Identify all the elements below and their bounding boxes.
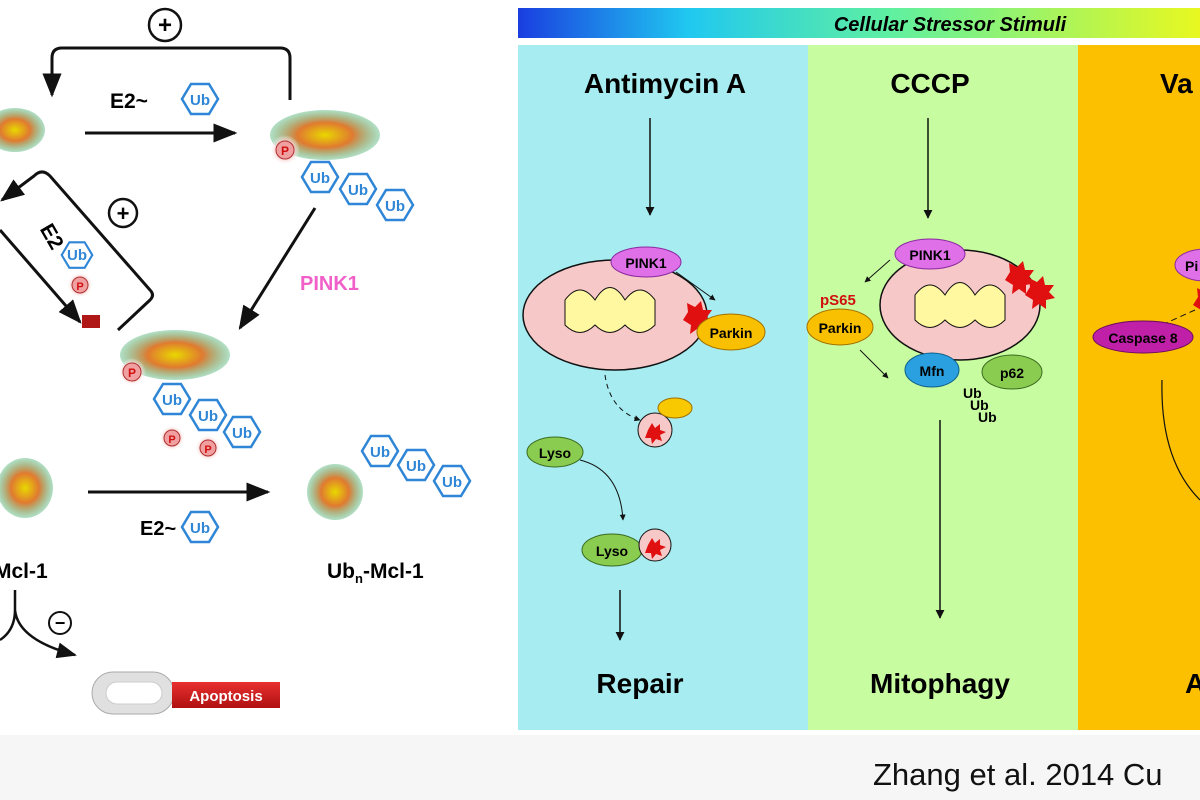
ubn-mcl1-structure: [307, 464, 363, 520]
inhibition-arrow-apoptosis: [0, 590, 75, 655]
outcome-mitophagy: Mitophagy: [870, 668, 1010, 699]
protein-structure-1: [0, 108, 45, 152]
p-label: P: [281, 144, 289, 158]
feedback-arrow-top: [42, 46, 292, 100]
ub-chain-3: Ub Ub Ub: [360, 434, 472, 498]
column-title-third: Va: [1160, 68, 1193, 99]
svg-text:Caspase 8: Caspase 8: [1108, 330, 1177, 346]
plus-label-mid: +: [117, 201, 130, 226]
pink1-node-2: [894, 238, 966, 270]
parkin-node-1: [696, 313, 766, 351]
pink1-node-1: [610, 246, 682, 278]
svg-text:P: P: [76, 281, 83, 293]
right-stress-panel: Cellular Stressor Stimuli Antimycin A CC…: [518, 8, 1200, 730]
mcl1-structure: [0, 458, 53, 518]
plus-label-top: +: [158, 12, 172, 39]
svg-text:Ub: Ub: [970, 397, 989, 413]
svg-text:Mfn: Mfn: [920, 363, 945, 379]
feedback-arrow-side: [0, 170, 154, 332]
svg-text:p62: p62: [1000, 365, 1024, 381]
minus-label: −: [55, 613, 66, 633]
protein-structure-3: [120, 330, 230, 380]
svg-text:Ub: Ub: [406, 458, 426, 475]
svg-text:Ub: Ub: [310, 170, 330, 187]
svg-text:Ub: Ub: [978, 409, 997, 425]
column-third: [1078, 45, 1200, 730]
inhibition-block: [82, 315, 100, 328]
apoptosis-label: Apoptosis: [189, 688, 262, 705]
minus-sign: [48, 611, 72, 635]
arrow-e2-side: [0, 229, 82, 324]
pink1-node-3: [1174, 248, 1200, 282]
svg-text:Parkin: Parkin: [710, 325, 753, 341]
svg-text:P: P: [168, 434, 175, 446]
svg-text:Ub: Ub: [232, 425, 252, 442]
p62-node: [981, 354, 1043, 390]
plus-sign-mid: [107, 197, 139, 229]
ps65-label: pS65: [820, 292, 856, 309]
svg-text:Ub: Ub: [385, 198, 405, 215]
left-ubiquitination-diagram: + E2~ Ub P Ub Ub Ub PINK1 + E2 Ub P: [0, 7, 472, 715]
column-title-antimycin: Antimycin A: [584, 68, 746, 99]
column-cccp: [808, 45, 1078, 730]
header-title: Cellular Stressor Stimuli: [834, 14, 1067, 36]
phospho-icon: [275, 140, 295, 160]
mcl1-label: Mcl-1: [0, 560, 48, 583]
lyso-node-1: [526, 436, 584, 468]
ub-label: Ub: [190, 92, 210, 109]
caspase8-node: [1092, 320, 1194, 354]
ub-chain-1: Ub Ub Ub: [300, 160, 415, 222]
e2-ub-label-top: E2~: [110, 90, 148, 113]
svg-text:Ub: Ub: [67, 247, 87, 264]
svg-text:Ub: Ub: [190, 520, 210, 537]
plus-sign-top: [147, 7, 183, 43]
ub-tag: Ub: [963, 385, 982, 401]
svg-text:PINK1: PINK1: [909, 247, 950, 263]
svg-text:Ub: Ub: [162, 392, 182, 409]
svg-text:P: P: [204, 444, 211, 456]
parkin-node-2: [806, 308, 874, 346]
apoptosis-badge: [172, 682, 280, 708]
arrow-to-pink1-product: [238, 207, 317, 331]
cristae-1: [564, 287, 656, 333]
svg-text:P: P: [128, 366, 136, 380]
ub-chain-2: Ub Ub Ub P P: [152, 382, 262, 461]
citation: Zhang et al. 2014 Cu: [873, 757, 1163, 792]
svg-text:Lyso: Lyso: [539, 445, 571, 461]
svg-text:Ub: Ub: [370, 444, 390, 461]
e2-label-side: E2: [35, 220, 68, 254]
svg-text:Ub: Ub: [442, 474, 462, 491]
svg-text:Ub: Ub: [348, 182, 368, 199]
svg-text:Pi: Pi: [1185, 258, 1198, 274]
mfn-node: [904, 352, 960, 388]
svg-text:PINK1: PINK1: [625, 255, 666, 271]
pink1-label: PINK1: [300, 273, 359, 295]
e2-ub-label-bottom: E2~: [140, 518, 176, 540]
svg-text:Parkin: Parkin: [819, 320, 862, 336]
outcome-third: A: [1185, 668, 1200, 699]
ubn-mcl1-label: Ubn-Mcl-1: [327, 560, 424, 586]
outcome-repair: Repair: [596, 668, 683, 699]
svg-text:Ub: Ub: [198, 408, 218, 425]
column-title-cccp: CCCP: [890, 68, 969, 99]
column-antimycin: [518, 45, 808, 730]
header-bar: [518, 8, 1200, 38]
svg-text:Lyso: Lyso: [596, 543, 628, 559]
